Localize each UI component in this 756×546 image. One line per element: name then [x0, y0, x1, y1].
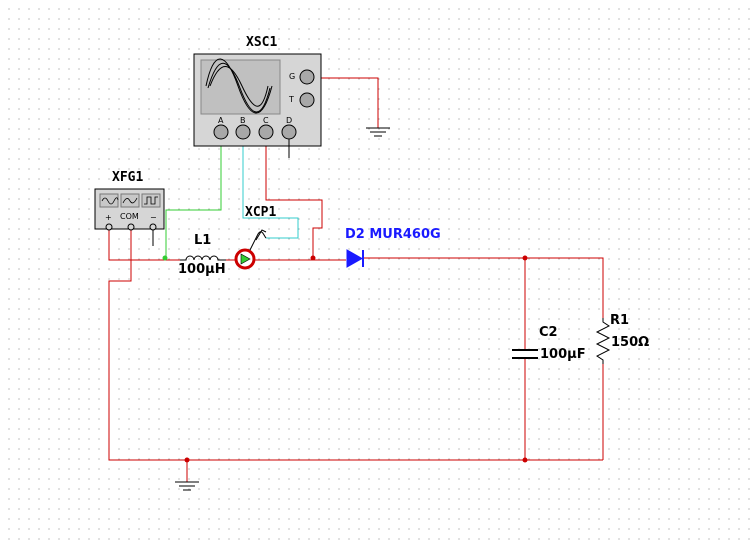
generator-com-label: COM [120, 212, 139, 221]
junction-capacitor-top [522, 255, 528, 261]
generator-com-terminal[interactable] [127, 223, 135, 231]
probe-arrow-icon [240, 253, 251, 265]
generator-name: XFG1 [112, 170, 143, 185]
probe-clip-icon [255, 229, 267, 241]
generator-minus-terminal[interactable] [149, 223, 157, 231]
diode-d2[interactable]: D2 MUR460G [345, 227, 441, 268]
wire-scope-channel-b[interactable] [242, 140, 299, 239]
scope-channel-d-terminal[interactable] [281, 124, 297, 140]
scope-channel-d-label: D [286, 116, 292, 125]
scope-channel-a-label: A [218, 116, 224, 125]
generator-plus-terminal[interactable] [105, 223, 113, 231]
generator-sine-button[interactable] [99, 193, 119, 208]
triangle-wave-icon [122, 197, 138, 204]
inductor-value: 100µH [178, 262, 226, 277]
scope-channel-c-terminal[interactable] [258, 124, 274, 140]
probe-name: XCP1 [245, 205, 276, 220]
resistor-value: 150Ω [611, 335, 649, 350]
inductor-l1[interactable]: L1 100µH [178, 233, 226, 277]
scope-channel-b-label: B [240, 116, 246, 125]
wire-scope-channel-a[interactable] [165, 140, 222, 256]
capacitor-c2[interactable]: C2 100µF [512, 325, 586, 362]
junctions [162, 255, 528, 463]
scope-channel-c-label: C [263, 116, 269, 125]
diode-label: D2 MUR460G [345, 227, 441, 242]
wires [108, 77, 604, 482]
ground-symbol-scope[interactable] [366, 127, 390, 137]
inductor-coil[interactable] [180, 255, 226, 261]
generator-minus-label: − [150, 213, 157, 222]
capacitor-ref: C2 [539, 325, 558, 340]
ground-symbol-bottom[interactable] [175, 481, 199, 491]
wire-generator-plus[interactable] [108, 228, 180, 261]
oscilloscope[interactable]: XSC1 G T A B C D [193, 35, 322, 158]
scope-channel-b-terminal[interactable] [235, 124, 251, 140]
wire-diode-to-right-node[interactable] [364, 257, 604, 460]
scope-screen [200, 59, 281, 115]
scope-waveform-icon [205, 58, 273, 114]
wire-scope-ground[interactable] [315, 77, 379, 128]
scope-channel-a-terminal[interactable] [213, 124, 229, 140]
junction-capacitor-bottom [522, 457, 528, 463]
probe-lead [249, 231, 267, 251]
diode-triangle[interactable] [346, 249, 364, 268]
capacitor-value: 100µF [540, 347, 586, 362]
function-generator[interactable]: XFG1 + COM − [94, 170, 165, 246]
current-probe[interactable]: XCP1 [234, 205, 276, 270]
sine-wave-icon [101, 197, 119, 205]
scope-terminal-t[interactable] [299, 92, 315, 108]
scope-terminal-g[interactable] [299, 69, 315, 85]
resistor-ref: R1 [610, 313, 629, 328]
scope-name: XSC1 [246, 35, 277, 50]
junction-probe-node [310, 255, 316, 261]
resistor-zigzag[interactable] [595, 318, 611, 364]
square-wave-icon [144, 196, 158, 205]
scope-terminal-t-label: T [288, 95, 294, 104]
scope-terminal-g-label: G [289, 72, 295, 81]
inductor-ref: L1 [194, 233, 211, 248]
generator-plus-label: + [105, 213, 112, 222]
junction-inductor-input [162, 255, 168, 261]
junction-ground [184, 457, 190, 463]
wire-generator-com[interactable] [108, 228, 603, 461]
wire-scope-channel-c[interactable] [265, 140, 323, 258]
resistor-r1[interactable]: R1 150Ω [595, 313, 649, 364]
